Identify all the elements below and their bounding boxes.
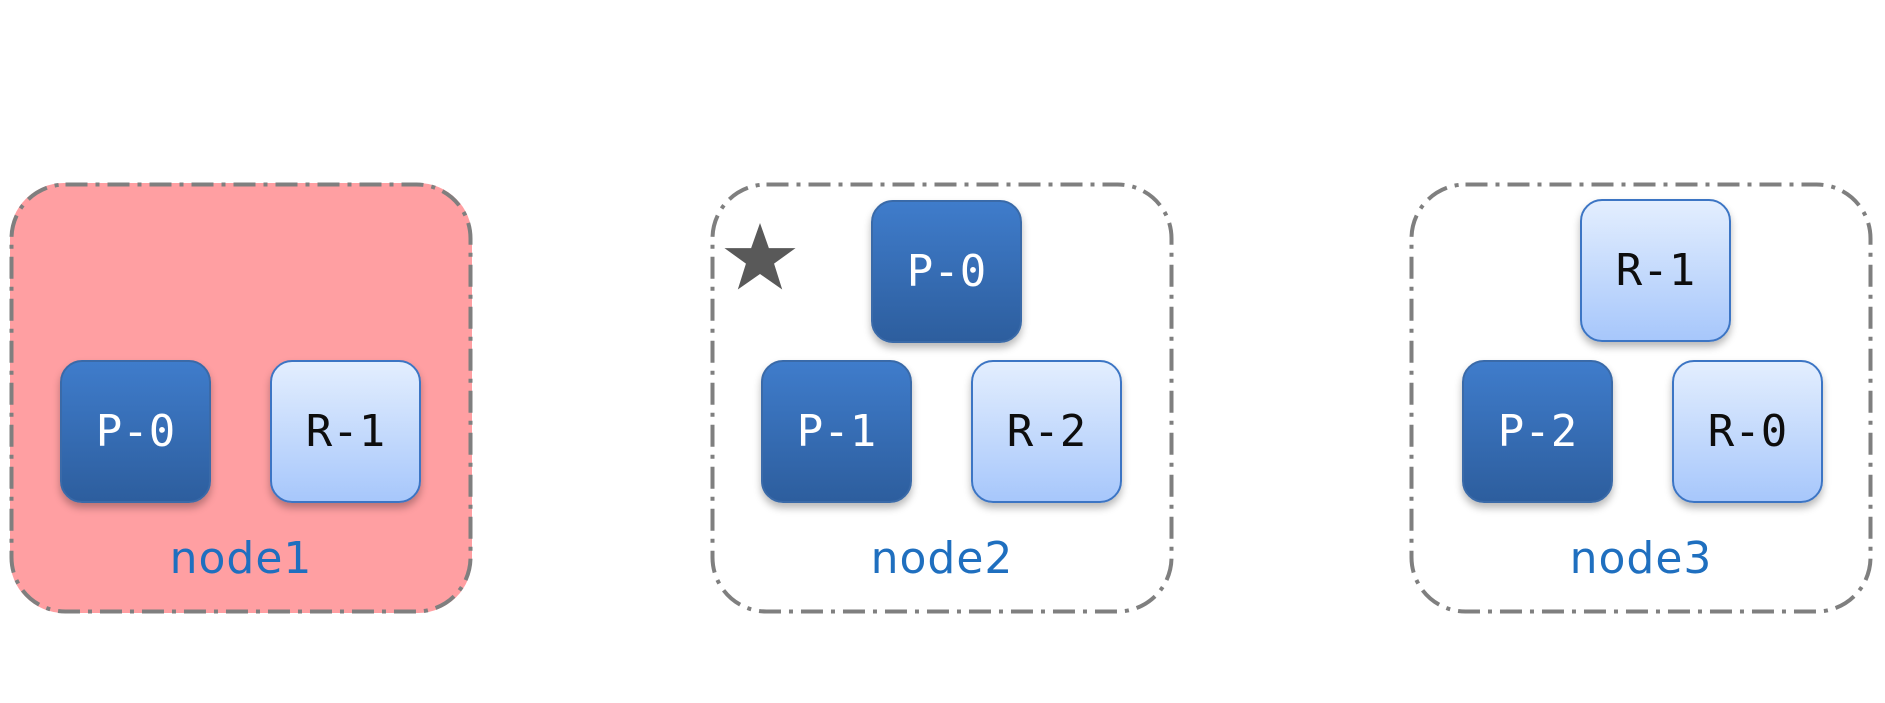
node-2-label: node2 (870, 533, 1014, 584)
shard-r-1: R-1 (270, 360, 421, 503)
shard-p-1: P-1 (761, 360, 912, 503)
node-3: R-1 P-2 R-0 node3 (1409, 182, 1873, 614)
shard-p-0: P-0 (60, 360, 211, 503)
node-2: P-0 P-1 R-2 node2 (710, 182, 1174, 614)
node-1-label: node1 (169, 533, 313, 584)
shard-p-2: P-2 (1462, 360, 1613, 503)
node-3-border (1409, 182, 1873, 614)
star-icon (724, 222, 796, 290)
shard-r-2: R-2 (971, 360, 1122, 503)
node-1: P-0 R-1 node1 (9, 182, 473, 614)
shard-p-0: P-0 (871, 200, 1022, 343)
node-1-border (9, 182, 473, 614)
node-3-label: node3 (1569, 533, 1713, 584)
shard-r-1: R-1 (1580, 199, 1731, 342)
shard-r-0: R-0 (1672, 360, 1823, 503)
node-2-border (710, 182, 1174, 614)
